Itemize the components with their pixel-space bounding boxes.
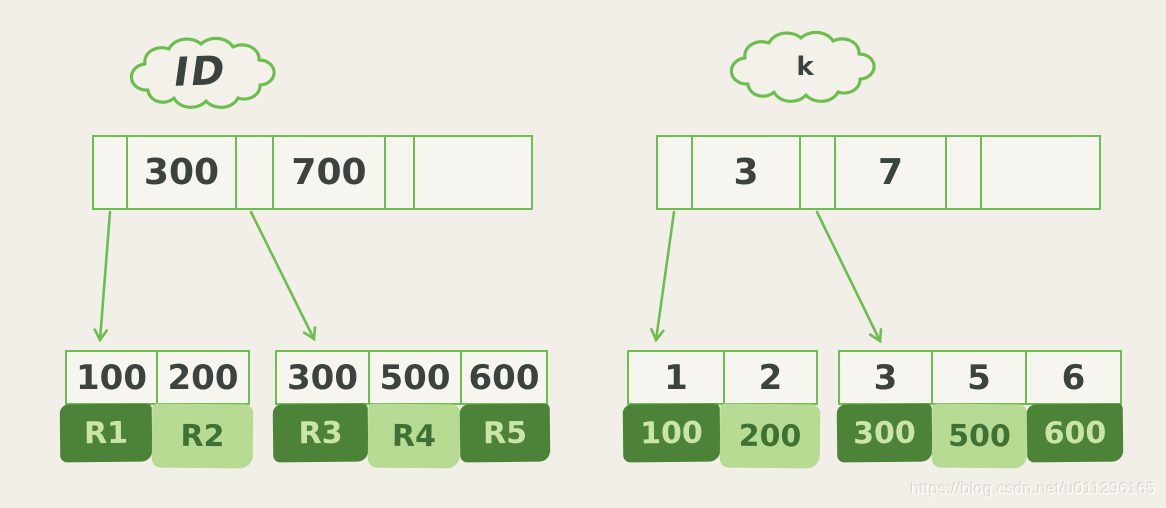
k-root-pointer-cell-1 <box>658 137 693 208</box>
k-root-key-cell-2: 7 <box>836 137 947 208</box>
id-root-key-cell-2: 700 <box>274 137 386 208</box>
record-block-r2: R2 <box>151 403 254 469</box>
id-root-key-cell-1: 300 <box>128 137 237 208</box>
watermark-text: https://blog.csdn.net/u011296165 <box>910 481 1156 498</box>
id-root-pointer-cell-1 <box>94 137 128 208</box>
record-block-r1: R1 <box>59 403 153 463</box>
id-root-empty-cell <box>415 137 531 208</box>
id-root-pointer-cell-3 <box>386 137 415 208</box>
k-leaf2-key-3: 6 <box>1061 357 1086 398</box>
id-leaf1-key-2: 200 <box>167 357 239 398</box>
id-leaf2-node: 300 500 600 <box>275 350 548 405</box>
value-block-500: 500 <box>931 403 1028 469</box>
record-block-r4: R4 <box>367 403 461 469</box>
value-block-600: 600 <box>1026 403 1124 463</box>
id-leaf2-key-2: 500 <box>370 352 462 403</box>
id-leaf2-key-1: 300 <box>277 352 370 403</box>
value-block-300: 300 <box>836 403 933 463</box>
arrow-id-root-to-leaf1 <box>93 210 112 343</box>
k-leaf2-node: 3 5 6 <box>838 350 1122 405</box>
id-leaf1-key-1: 100 <box>67 352 158 403</box>
arrow-k-root-to-leaf2 <box>815 210 883 344</box>
k-leaf1-key-1: 1 <box>629 352 725 403</box>
k-root-key-cell-1: 3 <box>693 137 801 208</box>
record-block-r5: R5 <box>459 403 551 463</box>
id-leaf2-key-3: 600 <box>468 357 540 398</box>
k-root-node: 3 7 <box>656 135 1101 210</box>
value-block-200: 200 <box>719 403 821 469</box>
k-root-empty-cell <box>982 137 1099 208</box>
k-cloud-label: k <box>796 52 814 82</box>
k-leaf2-key-2: 5 <box>933 352 1027 403</box>
value-block-100: 100 <box>622 403 721 463</box>
id-root-node: 300 700 <box>92 135 533 210</box>
id-cloud-label: ID <box>170 48 230 96</box>
k-leaf1-node: 1 2 <box>627 350 818 405</box>
k-leaf1-key-2: 2 <box>758 357 783 398</box>
id-leaf1-node: 100 200 <box>65 350 250 405</box>
record-block-r3: R3 <box>272 403 369 463</box>
arrow-k-root-to-leaf1 <box>650 210 676 343</box>
id-root-pointer-cell-2 <box>237 137 274 208</box>
k-root-pointer-cell-3 <box>947 137 982 208</box>
k-leaf2-key-1: 3 <box>840 352 933 403</box>
k-root-pointer-cell-2 <box>801 137 836 208</box>
arrow-id-root-to-leaf2 <box>249 210 317 342</box>
